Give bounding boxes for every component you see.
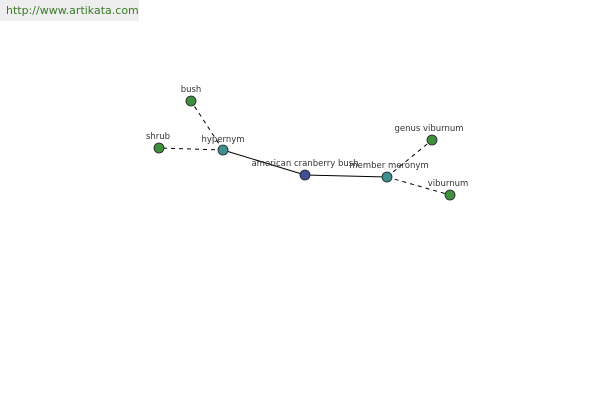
labels-layer: american cranberry bush hypernym member me… xyxy=(146,85,468,189)
edges-layer xyxy=(158,100,451,196)
node-bush[interactable] xyxy=(185,95,197,107)
node-viburnum[interactable] xyxy=(444,189,456,201)
node-label-viburnum[interactable]: viburnum xyxy=(428,179,469,189)
node-hypernym[interactable] xyxy=(217,144,229,156)
node-center[interactable] xyxy=(299,169,311,181)
nodes-layer xyxy=(153,95,456,201)
edge-member-meronym-to-viburnum xyxy=(386,176,451,196)
edge-hypernym-to-shrub xyxy=(158,147,224,151)
node-label-genus-viburnum[interactable]: genus viburnum xyxy=(394,124,463,134)
edge-center-to-hypernym xyxy=(222,149,306,176)
node-member-meronym[interactable] xyxy=(381,171,393,183)
node-label-bush[interactable]: bush xyxy=(181,85,202,95)
node-label-shrub[interactable]: shrub xyxy=(146,132,170,142)
node-shrub[interactable] xyxy=(153,142,165,154)
node-label-hypernym[interactable]: hypernym xyxy=(201,135,244,145)
node-label-center[interactable]: american cranberry bush xyxy=(251,159,358,169)
url-banner[interactable]: http://www.artikata.com xyxy=(0,0,139,21)
node-label-member-meronym[interactable]: member meronym xyxy=(349,161,428,171)
site-url-link[interactable]: http://www.artikata.com xyxy=(6,4,139,17)
node-genus-viburnum[interactable] xyxy=(426,134,438,146)
edge-member-meronym-to-genus-viburnum xyxy=(386,139,433,178)
edge-center-to-member-meronym xyxy=(304,174,388,178)
edge-hypernym-to-bush xyxy=(190,100,224,151)
